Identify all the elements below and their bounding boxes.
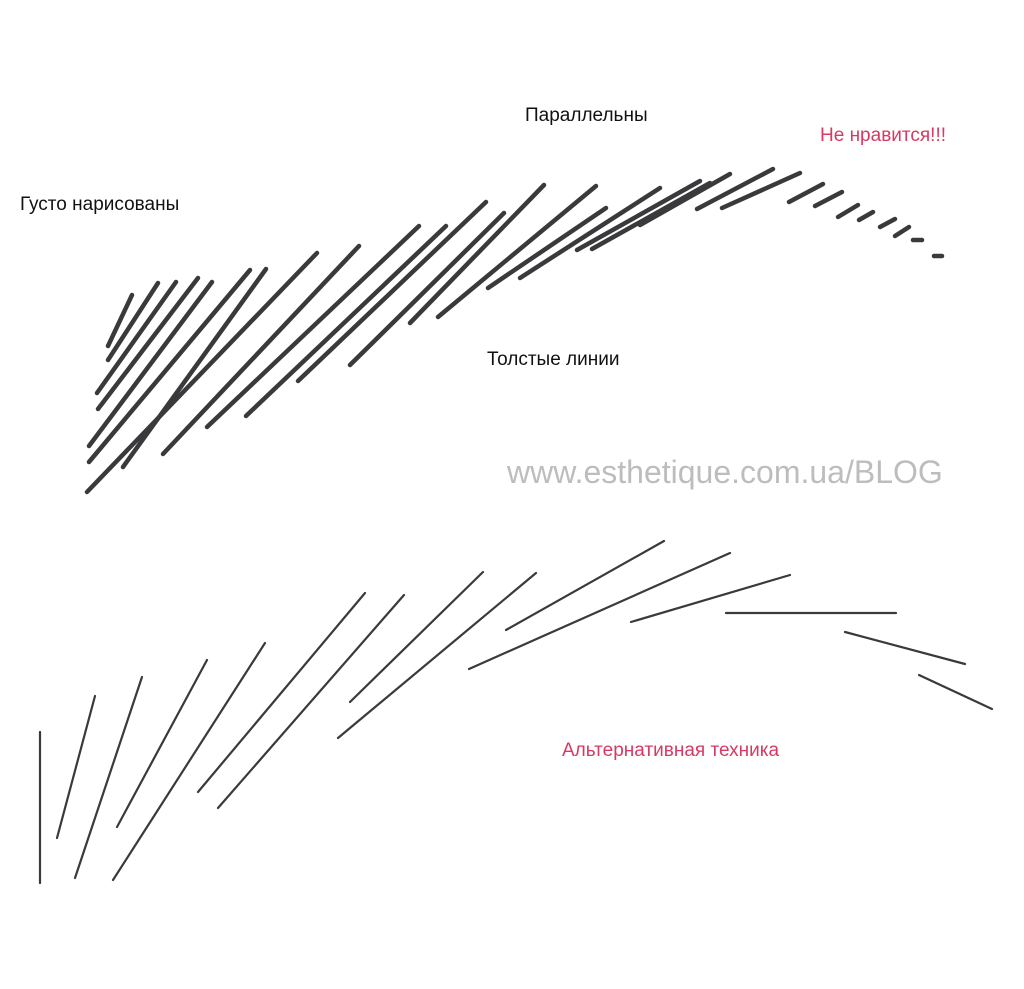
thin-brow-stroke — [336, 571, 538, 740]
label-densely-drawn: Густо нарисованы — [20, 194, 180, 215]
thick-brow-stroke — [877, 216, 898, 230]
thick-brow-stroke — [719, 170, 803, 211]
thin-brow-stroke — [917, 673, 994, 711]
thick-brow-stroke — [435, 183, 599, 320]
label-alternative-technique: Альтернативная техника — [562, 740, 780, 761]
thick-brow-stroke — [637, 171, 733, 228]
thin-brow-stroke — [115, 658, 209, 829]
label-dislike: Не нравится!!! — [820, 125, 947, 146]
thin-brow-stroke — [843, 630, 967, 666]
thick-brow-stroke — [120, 266, 269, 470]
thin-brow-stroke — [629, 573, 792, 624]
thick-brow-stroke — [786, 181, 826, 205]
thin-brow-stroke — [348, 570, 485, 704]
thin-brow-stroke — [73, 675, 144, 880]
thick-brow-stroke — [407, 182, 547, 326]
thin-brow-stroke — [216, 593, 406, 810]
thick-brow-stroke — [86, 267, 253, 465]
thick-brow-stroke — [694, 166, 776, 212]
thick-brow-stroke — [95, 275, 201, 412]
thick-brow-stroke — [295, 199, 489, 384]
thick-brow-stroke — [86, 279, 215, 449]
thin-brow-stroke — [196, 591, 367, 794]
thin-brow-stroke — [55, 694, 97, 840]
thick-brow-stroke — [574, 178, 703, 253]
thick-brow-stroke — [105, 280, 161, 363]
thick-brow-stroke — [835, 202, 861, 220]
thick-brow-stroke — [892, 224, 912, 239]
thick-brow-stroke — [856, 209, 876, 223]
thick-brow-stroke — [347, 210, 507, 368]
thick-brow-stroke — [517, 185, 663, 281]
thick-brow-stroke — [485, 205, 609, 291]
thick-brow-stroke — [812, 189, 845, 209]
thick-brow-stroke — [84, 250, 320, 495]
thick-brow-stroke — [105, 292, 135, 349]
thick-brow-stroke — [204, 223, 422, 430]
thin-brow-stroke — [111, 641, 267, 882]
thin-brow-stroke — [504, 539, 666, 632]
thick-brow-stroke — [160, 243, 362, 457]
thick-brow-stroke — [243, 223, 449, 419]
thick-brow-stroke — [94, 279, 179, 396]
label-parallel: Параллельны — [525, 105, 648, 126]
thin-brow-stroke — [467, 551, 732, 671]
watermark-url: www.esthetique.com.ua/BLOG — [507, 454, 943, 490]
label-thick-lines: Толстые линии — [487, 349, 620, 370]
